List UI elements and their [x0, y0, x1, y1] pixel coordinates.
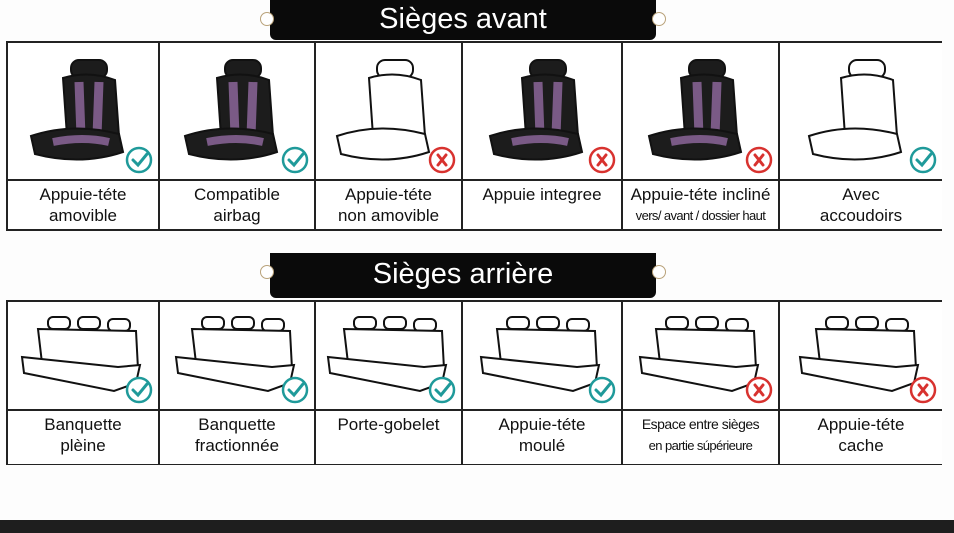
- check-icon: [588, 376, 616, 404]
- front-seat-image: [160, 43, 314, 179]
- front-seats-title: Sièges avant: [260, 0, 666, 40]
- label-line-2: plèine: [60, 436, 106, 455]
- check-icon: [125, 146, 153, 174]
- rear-seat-label: Appuie-téte moulé: [463, 411, 621, 464]
- rear-seat-image: [780, 302, 942, 409]
- rear-bench-icon: [20, 315, 142, 392]
- cross-icon: [909, 376, 937, 404]
- cross-icon: [588, 146, 616, 174]
- label-line-2: non amovible: [337, 206, 440, 225]
- rear-seat-image: [463, 302, 621, 409]
- rear-bench-icon: [174, 315, 296, 392]
- cross-icon: [745, 376, 773, 404]
- label-line-1: Banquette: [44, 415, 122, 434]
- label-line-1: Compatible: [194, 185, 280, 204]
- front-seat-label: Appuie-téte non amovible: [316, 181, 461, 229]
- label-line-1: Appuie-téte: [498, 415, 586, 434]
- front-seat-icon: [488, 59, 584, 161]
- label-line-1: Appuie-téte: [39, 185, 127, 204]
- cross-icon: [428, 146, 456, 174]
- front-seat-image: [463, 43, 621, 179]
- label-line-2: airbag: [213, 206, 261, 225]
- front-seat-icon: [647, 59, 742, 161]
- rear-seat-label: Banquette fractionnée: [160, 411, 314, 464]
- front-seat-label: Appuie integree: [463, 181, 621, 229]
- front-seat-image: [623, 43, 778, 179]
- footer-bar: [0, 520, 954, 533]
- rear-seats-title: Sièges arrière: [260, 253, 666, 298]
- rear-seat-label: Espace entre sièges en partie súpérieure: [623, 411, 778, 464]
- rear-seat-label: Porte-gobelet: [316, 411, 461, 464]
- check-icon: [428, 376, 456, 404]
- rear-seat-image: [316, 302, 461, 409]
- label-line-1: Appuie-téte incliné: [630, 185, 771, 204]
- rear-seat-label: Banquette plèine: [8, 411, 158, 464]
- front-seat-icon: [335, 59, 430, 161]
- label-line-1: Porte-gobelet: [337, 415, 440, 434]
- cross-icon: [745, 146, 773, 174]
- check-icon: [281, 376, 309, 404]
- front-seat-icon: [29, 59, 125, 161]
- front-seat-label: Avec accoudoirs: [780, 181, 942, 229]
- label-line-1: Appuie-téte: [817, 415, 905, 434]
- label-line-2: cache: [838, 436, 884, 455]
- front-seat-image: [316, 43, 461, 179]
- label-line-1: Banquette: [198, 415, 276, 434]
- front-seats-table: Appuie-téte amovible Compatible airbag Appui…: [6, 41, 942, 231]
- front-seat-image: [780, 43, 942, 179]
- rear-seat-label: Appuie-téte cache: [780, 411, 942, 464]
- rear-bench-icon: [798, 315, 920, 392]
- label-line-1: Appuie integree: [482, 185, 602, 204]
- label-line-2: vers/ avant / dossier haut: [635, 208, 766, 223]
- front-seat-icon: [807, 59, 903, 161]
- label-line-2: en partie súpérieure: [648, 438, 753, 453]
- label-line-1: Appuie-téte: [345, 185, 432, 204]
- label-line-1: Espace entre sièges: [641, 416, 760, 432]
- label-line-2: accoudoirs: [819, 206, 903, 225]
- front-seat-label: Compatible airbag: [160, 181, 314, 229]
- label-line-2: amovible: [48, 206, 118, 225]
- front-seat-image: [8, 43, 158, 179]
- check-icon: [281, 146, 309, 174]
- label-line-2: moulé: [518, 436, 566, 455]
- check-icon: [909, 146, 937, 174]
- rear-seats-table: Banquette plèine Banquette fractionnée Porte…: [6, 300, 942, 465]
- rear-bench-icon: [326, 315, 447, 392]
- front-seat-label: Appuie-téte amovible: [8, 181, 158, 229]
- front-seat-label: Appuie-téte incliné vers/ avant / dossier…: [623, 181, 778, 229]
- rear-seat-image: [160, 302, 314, 409]
- rear-seat-image: [623, 302, 778, 409]
- rear-seat-image: [8, 302, 158, 409]
- label-line-1: Avec: [842, 185, 880, 204]
- front-seat-icon: [183, 59, 279, 161]
- check-icon: [125, 376, 153, 404]
- label-line-2: fractionnée: [194, 436, 280, 455]
